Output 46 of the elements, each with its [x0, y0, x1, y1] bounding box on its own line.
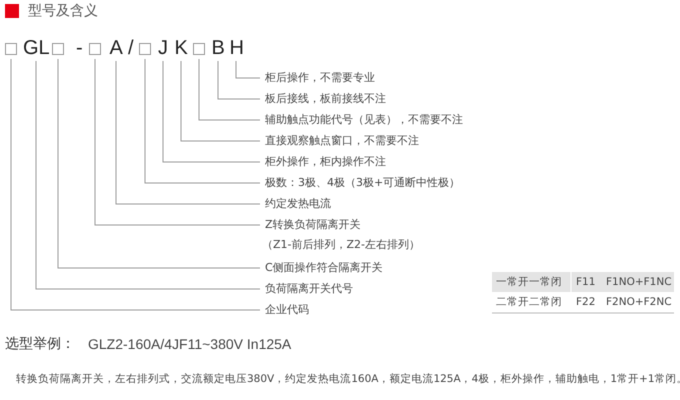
leader-line [94, 58, 260, 226]
leader-line [180, 60, 260, 142]
blank-square [89, 43, 101, 55]
code-letter: J [156, 37, 170, 59]
code-letter: H [230, 37, 242, 59]
description-text: 约定发热电流 [265, 196, 331, 212]
leader-line [58, 58, 260, 268]
description-text: 负荷隔离开关代号 [265, 281, 353, 297]
description-text: C侧面操作符合隔离开关 [265, 260, 383, 276]
table-cell-text: F22 [576, 295, 596, 310]
title: 型号及含义 [28, 2, 98, 20]
example-description: 转换负荷隔离开关，左右排列式，交流额定电压380V，约定发热电流160A，额定电流125A，4极，柜外操作，辅助触电，1常开+1常闭。 [16, 372, 680, 386]
leader-line [218, 60, 260, 100]
table-cell-text: F11 [576, 275, 596, 290]
blank-square [5, 43, 17, 55]
leader-line [10, 58, 260, 310]
description-text: 柜外操作，柜内操作不注 [265, 154, 386, 170]
leader-line [198, 58, 260, 120]
description-text: 板后接线，板前接线不注 [265, 91, 386, 107]
table-cell-text: 一常开一常闭 [496, 275, 562, 290]
code-letter: B [212, 37, 224, 59]
table-cell-text: 二常开二常闭 [496, 295, 562, 310]
description-text: 辅助触点功能代号（见表），不需要不注 [265, 112, 463, 128]
description-text: 极数：3极、4极（3极+可通断中性极） [265, 175, 460, 191]
blank-square [52, 43, 64, 55]
leader-line [36, 60, 260, 290]
leader-line [144, 58, 260, 184]
code-separator: / [128, 37, 134, 59]
blank-square [193, 43, 205, 55]
example-heading: 选型举例： [5, 335, 75, 353]
table-cell-text: F2NO+F2NC [606, 295, 672, 310]
leader-line [162, 60, 260, 162]
code-separator: - [76, 37, 83, 59]
description-text: 直接观察触点窗口，不需要不注 [265, 133, 419, 149]
table-cell-text: F1NO+F1NC [606, 275, 672, 290]
blank-square [139, 43, 151, 55]
code-letter: K [174, 37, 188, 59]
description-note: （Z1-前后排列，Z2-左右排列） [262, 237, 420, 253]
description-text: Z转换负荷隔离开关 [265, 217, 362, 233]
code-letter: A [110, 37, 122, 59]
description-text: 企业代码 [265, 302, 309, 318]
example-code: GLZ2-160A/4JF11~380V In125A [88, 335, 292, 353]
leader-line [116, 60, 260, 204]
leader-line [236, 60, 260, 78]
description-text: 柜后操作，不需要专业 [265, 70, 375, 86]
code-letter: GL [23, 37, 49, 59]
